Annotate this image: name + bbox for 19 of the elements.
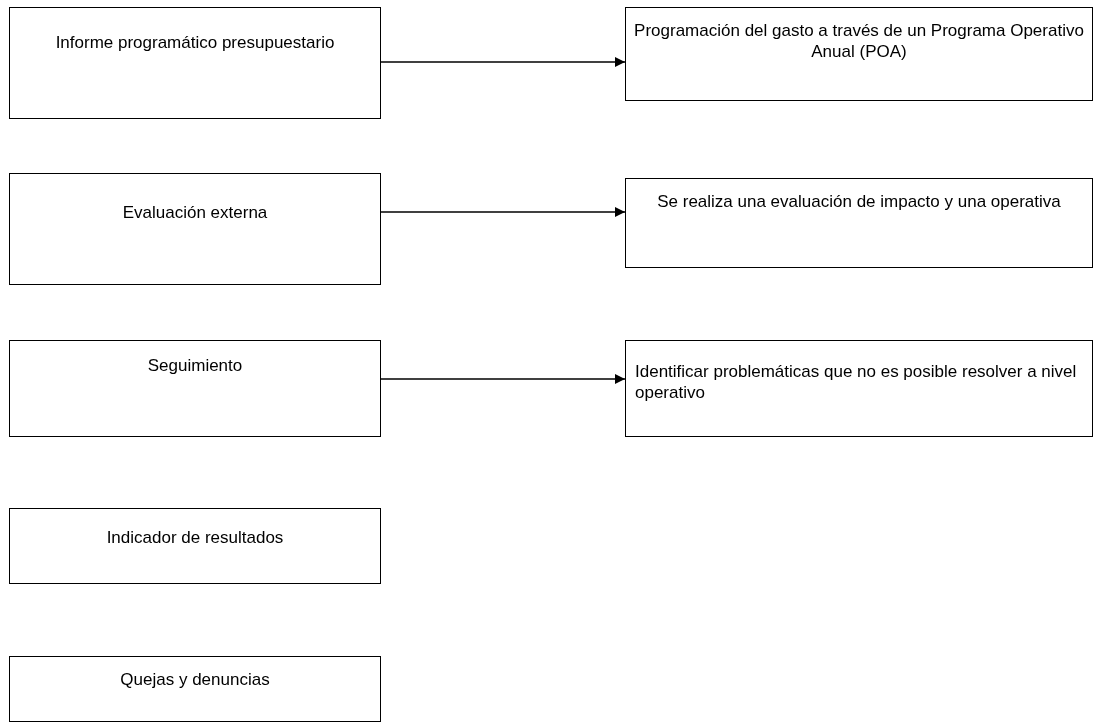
process-box	[9, 508, 381, 584]
arrow	[380, 207, 626, 217]
process-box	[625, 7, 1093, 101]
box-text: Indicador de resultados	[105, 527, 285, 548]
process-box	[9, 656, 381, 722]
process-box	[9, 7, 381, 119]
box-text: Informe programático presupuestario	[54, 32, 336, 53]
box-text: Programación del gasto a través de un Programa Operativo Anual (POA)	[634, 20, 1084, 62]
box-text: Quejas y denuncias	[119, 669, 271, 690]
box-text: Identificar problemáticas que no es posible resolver a nivel operativo	[635, 361, 1078, 403]
process-box	[9, 173, 381, 285]
process-box	[9, 340, 381, 437]
arrow	[380, 374, 626, 384]
box-text: Se realiza una evaluación de impacto y una operativa	[656, 191, 1062, 212]
box-text: Seguimiento	[146, 355, 244, 376]
process-box	[625, 340, 1093, 437]
process-box	[625, 178, 1093, 268]
box-text: Evaluación externa	[121, 202, 269, 223]
arrow	[380, 57, 626, 67]
